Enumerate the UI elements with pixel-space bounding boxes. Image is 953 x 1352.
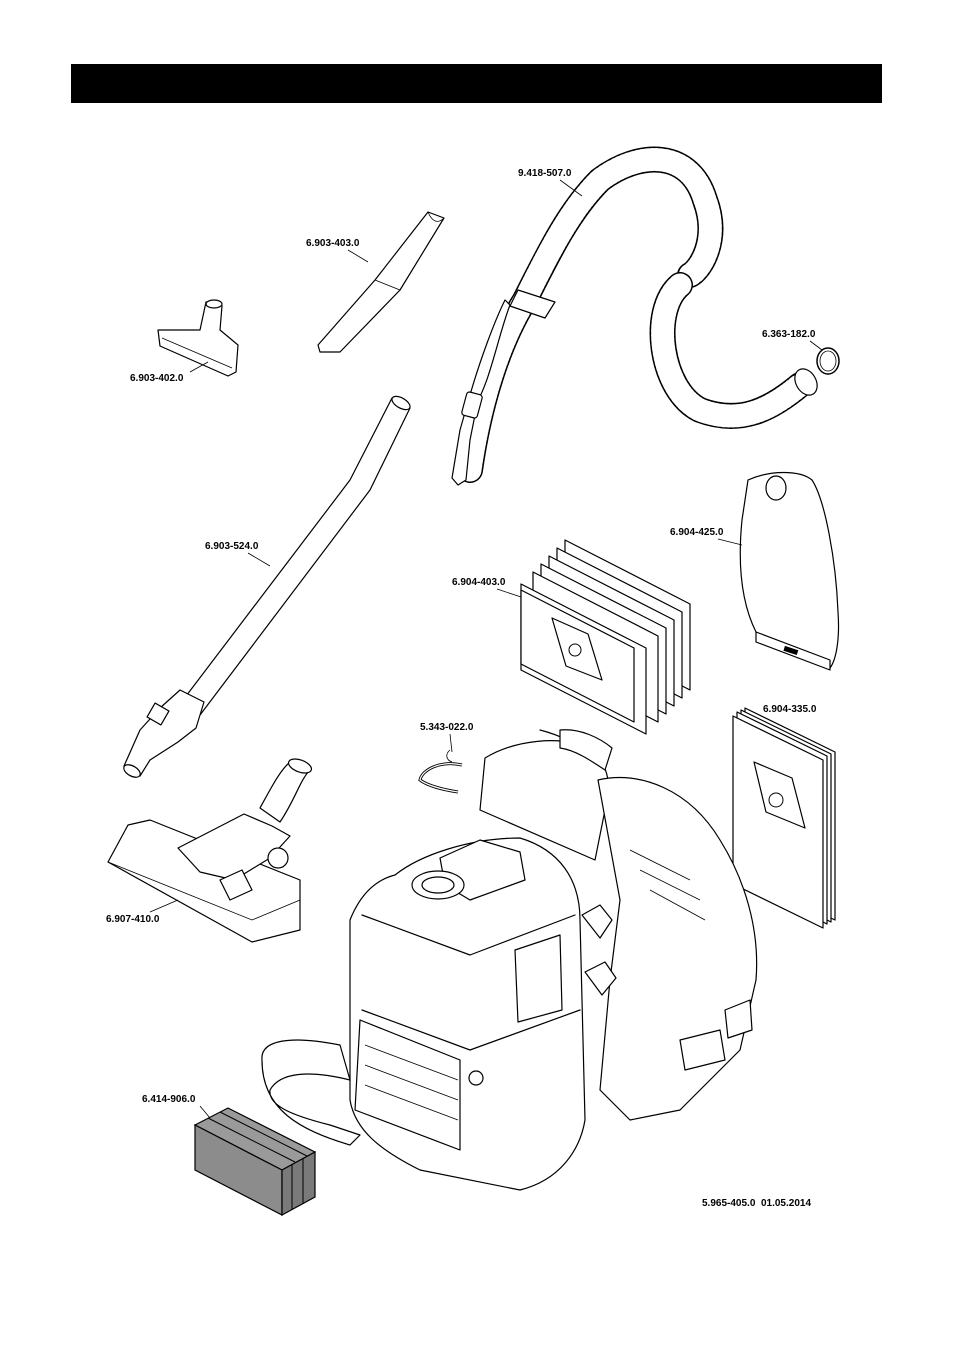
footer-doc-number: 5.965-405.0 — [702, 1198, 755, 1209]
filter-bags-pack-label: 6.904-403.0 — [452, 577, 506, 588]
filter-pads-leader-line — [200, 1106, 210, 1118]
clip-label: 5.343-022.0 — [420, 722, 474, 733]
filter-bag-single-drawing — [740, 473, 838, 671]
suction-tube-leader-line — [248, 553, 270, 566]
hose-label: 9.418-507.0 — [518, 168, 572, 179]
crevice-nozzle-drawing — [318, 212, 444, 352]
suction-tube-drawing — [122, 394, 412, 780]
filter-pads-label: 6.414-906.0 — [142, 1094, 196, 1105]
clip-drawing — [420, 750, 462, 792]
filter-bags-pack-drawing — [521, 540, 690, 734]
vacuum-body-drawing — [262, 730, 757, 1190]
floor-nozzle-label: 6.907-410.0 — [106, 914, 160, 925]
footer-date: 01.05.2014 — [761, 1198, 811, 1209]
floor-nozzle-leader-line — [150, 900, 178, 912]
paper-bags-pack-drawing — [733, 708, 835, 928]
o-ring-drawing — [817, 348, 839, 374]
hose-drawing — [452, 160, 822, 485]
crevice-nozzle-label: 6.903-403.0 — [306, 238, 360, 249]
upholstery-nozzle-drawing — [158, 300, 238, 376]
document-footer: 5.965-405.0 01.05.2014 — [702, 1198, 811, 1209]
upholstery-nozzle-label: 6.903-402.0 — [130, 373, 184, 384]
filter-bag-single-leader-line — [718, 539, 742, 545]
filter-bag-single-label: 6.904-425.0 — [670, 527, 724, 538]
o-ring-label: 6.363-182.0 — [762, 329, 816, 340]
filter-pads-drawing — [195, 1108, 315, 1215]
o-ring-leader-line — [810, 341, 822, 350]
paper-bags-pack-label: 6.904-335.0 — [763, 704, 817, 715]
suction-tube-label: 6.903-524.0 — [205, 541, 259, 552]
clip-leader-line — [450, 734, 452, 752]
crevice-nozzle-leader-line — [348, 250, 368, 262]
filter-bags-pack-leader-line — [497, 589, 521, 597]
